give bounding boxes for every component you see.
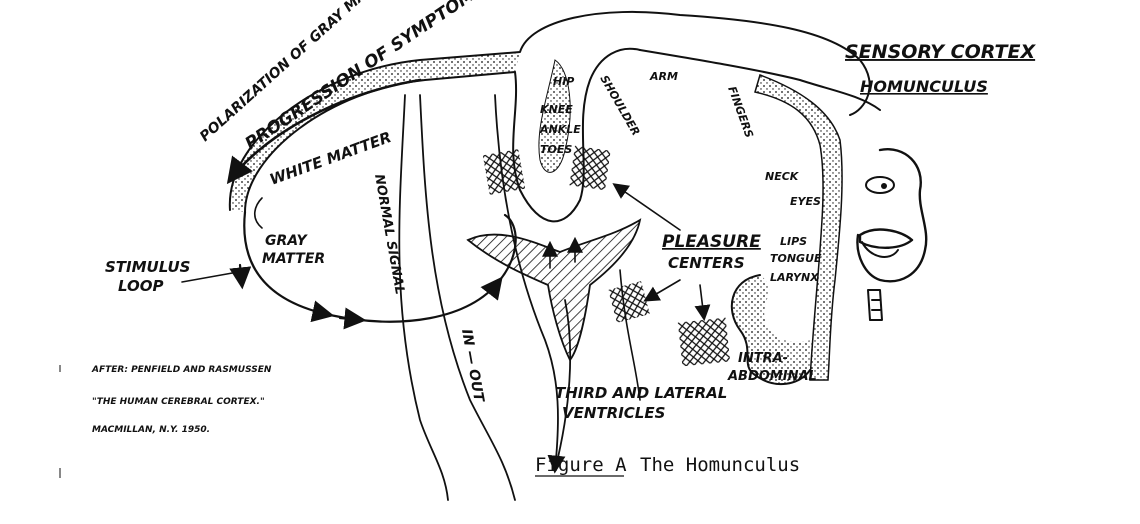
cortex-right-band <box>754 74 843 381</box>
pleasure-label-1: PLEASURE <box>662 232 761 252</box>
intra-abdominal-label-1: INTRA- <box>738 351 788 366</box>
normal-signal-line-1 <box>398 94 449 501</box>
pleasure-center-3 <box>608 281 650 323</box>
cortex-fold-right <box>639 49 881 111</box>
larynx-label: LARYNX <box>770 271 819 284</box>
tongue-label: TONGUE <box>770 252 822 265</box>
tongue-icon <box>861 241 899 258</box>
stimulus-label-1: STIMULUS <box>105 258 190 276</box>
stimulus-loop-arrow-2 <box>229 263 252 290</box>
pleasure-pointer-1 <box>612 183 681 231</box>
normal-signal-label: NORMAL SIGNAL <box>371 173 407 296</box>
pleasure-label-2: CENTERS <box>668 254 745 272</box>
stimulus-loop-arrow <box>338 307 367 330</box>
knee-label: KNEE <box>540 103 573 116</box>
third-ventricles-label-2: VENTRICLES <box>562 404 665 422</box>
stimulus-label-2: LOOP <box>118 277 164 295</box>
pleasure-center-4 <box>677 317 731 367</box>
in-out-label: IN — OUT <box>458 328 487 405</box>
figure-caption-title: The Homunculus <box>640 454 800 476</box>
face-outline <box>856 148 928 283</box>
reference-line-2: "THE HUMAN CEREBRAL CORTEX." <box>92 397 265 407</box>
gray-matter-band <box>229 52 521 212</box>
pleasure-center-1 <box>482 149 526 195</box>
fingers-label: FINGERS <box>725 85 756 140</box>
pleasure-pointer-2 <box>643 279 681 302</box>
lips-icon <box>858 228 914 249</box>
eyes-label: EYES <box>790 195 821 208</box>
reference-line-3: MACMILLAN, N.Y. 1950. <box>92 425 210 435</box>
sensory-cortex-title: SENSORY CORTEX <box>845 41 1036 63</box>
normal-signal-line-2 <box>419 94 516 501</box>
pleasure-center-2 <box>569 145 611 191</box>
pleasure-pointer-3 <box>694 284 711 322</box>
neck-label: NECK <box>765 170 800 183</box>
stimulus-pointer <box>181 271 239 283</box>
gray-pointer <box>254 197 263 229</box>
pupil-icon <box>881 183 887 189</box>
third-ventricles-label-1: THIRD AND LATERAL <box>555 384 727 402</box>
cortex-fold-left <box>512 47 641 223</box>
polarization-arrow <box>226 78 422 185</box>
arm-label: ARM <box>649 70 678 83</box>
ankle-label: ANKLE <box>539 123 581 136</box>
toes-label: TOES <box>540 143 572 156</box>
reference-line-1: AFTER: PENFIELD AND RASMUSSEN <box>91 365 272 375</box>
shoulder-label: SHOULDER <box>597 73 642 138</box>
homunculus-title: HOMUNCULUS <box>860 77 988 96</box>
abdominal-fill <box>731 275 812 385</box>
hip-label: HIP <box>553 75 574 88</box>
larynx-icon <box>867 289 883 321</box>
figure-caption-prefix: Figure A <box>535 454 627 476</box>
intra-abdominal-label-2: ABDOMINAL <box>727 369 817 384</box>
lips-label: LIPS <box>780 235 807 248</box>
gray-matter-label-2: MATTER <box>262 251 325 267</box>
ventricle-pointer <box>619 269 641 401</box>
eye-icon <box>865 176 895 194</box>
ventricles-shape <box>466 218 642 362</box>
cortex-gray-fold <box>538 59 571 173</box>
gray-matter-label-1: GRAY <box>265 233 309 249</box>
